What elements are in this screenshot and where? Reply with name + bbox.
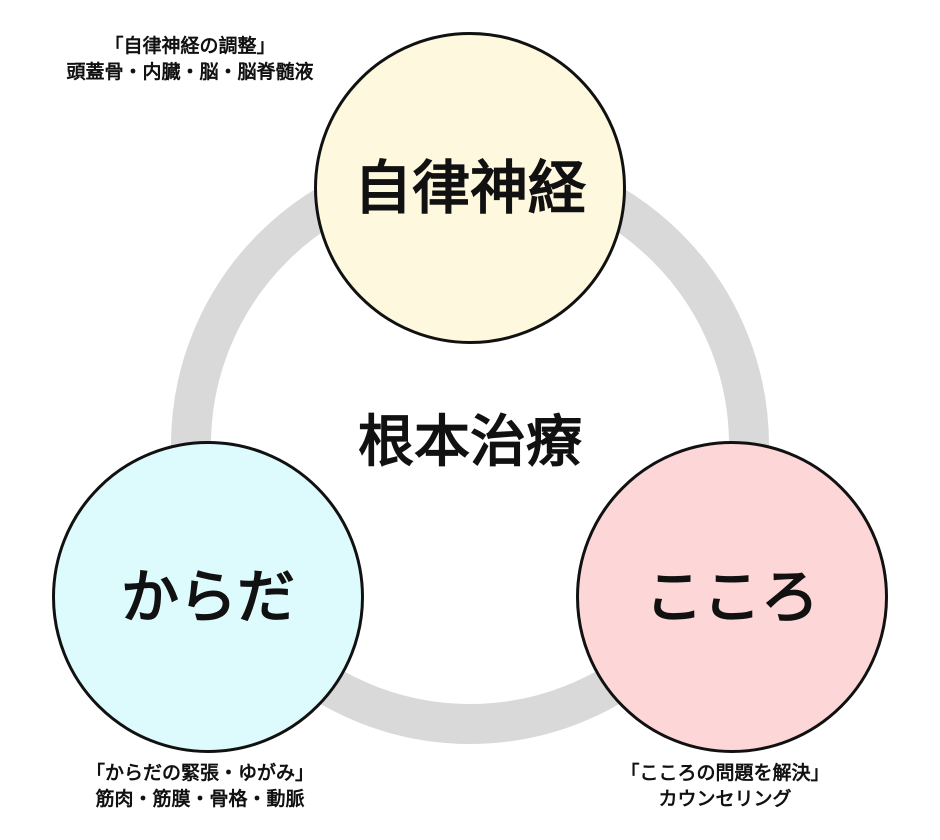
caption-body-line2: 筋肉・筋膜・骨格・動脈 xyxy=(95,788,305,810)
node-mind-title: こころ xyxy=(644,563,819,631)
caption-mind-line1: 「こころの問題を解決」 xyxy=(620,762,830,784)
caption-autonomic-nerves-line1: 「自律神経の調整」 xyxy=(104,35,276,57)
node-autonomic-nerves-title: 自律神経 xyxy=(353,154,586,222)
caption-mind-line2: カウンセリング xyxy=(658,788,792,810)
caption-autonomic-nerves-line2: 頭蓋骨・内臓・脳・脳脊髄液 xyxy=(66,61,314,83)
node-autonomic-nerves: 自律神経 xyxy=(314,32,626,344)
caption-body-line1: 「からだの緊張・ゆがみ」 xyxy=(85,762,314,784)
caption-autonomic-nerves: 「自律神経の調整」 頭蓋骨・内臓・脳・脳脊髄液 xyxy=(10,33,370,85)
node-body: からだ xyxy=(52,441,364,753)
node-mind: こころ xyxy=(576,441,888,753)
caption-mind: 「こころの問題を解決」 カウンセリング xyxy=(555,760,895,812)
center-label: 根本治療 xyxy=(358,410,582,475)
caption-body: 「からだの緊張・ゆがみ」 筋肉・筋膜・骨格・動脈 xyxy=(30,760,370,812)
node-body-title: からだ xyxy=(120,563,295,631)
